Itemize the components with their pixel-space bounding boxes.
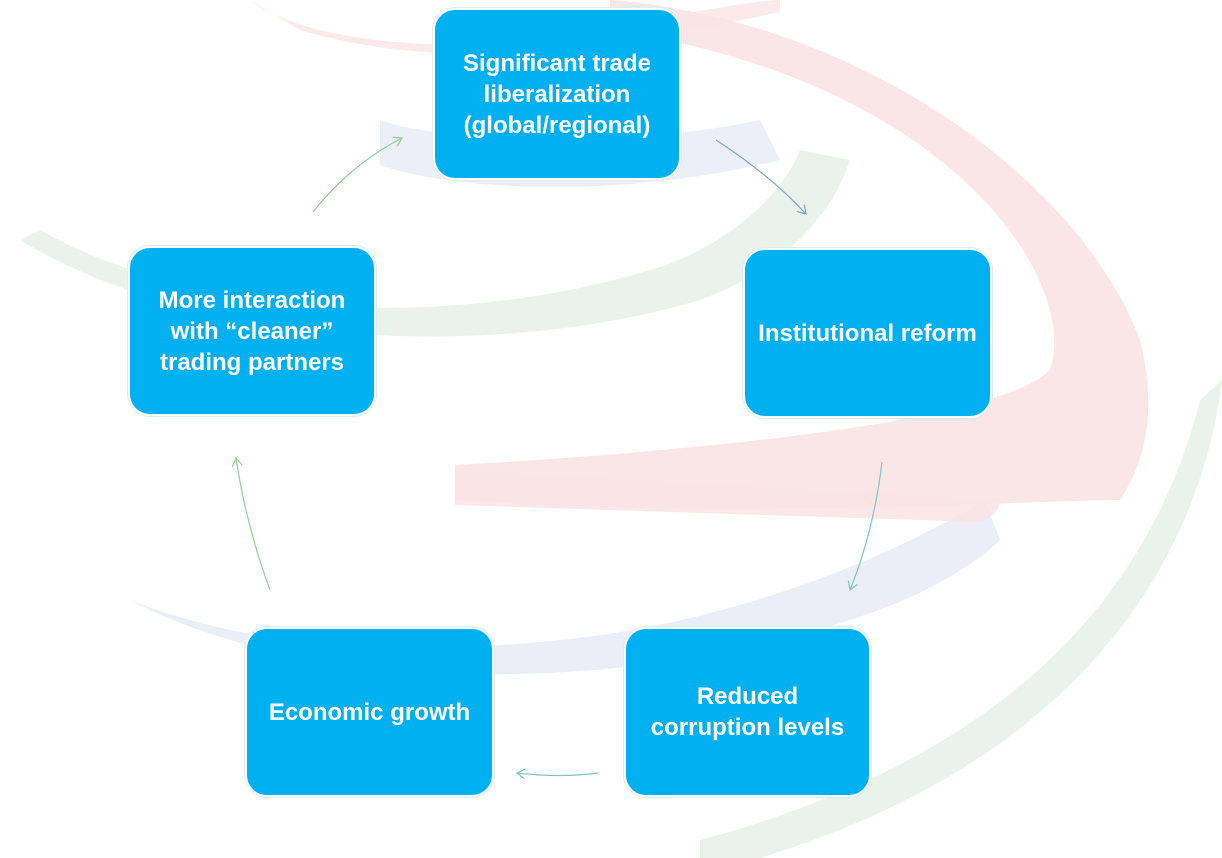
node-trade-liberalization: Significant trade liberalization (global… [433,8,681,180]
node-institutional-reform: Institutional reform [743,248,992,418]
node-economic-growth-label: Economic growth [268,698,471,726]
node-interaction-partners: More interaction with “cleaner” trading … [128,246,376,416]
arrow-corruption-to-growth [515,768,599,780]
watermark-red-wedge [455,470,1000,522]
node-reduced-corruption: Reduced corruption levels [624,627,871,797]
node-interaction-partners-label: More interaction with “cleaner” trading … [158,286,346,376]
watermark-red-band [455,0,1149,509]
arrow-institutional-to-corruption [847,461,883,592]
arrow-interaction-to-trade [312,136,404,213]
node-trade-liberalization-label: Significant trade liberalization (global… [462,49,652,139]
node-institutional-reform-label: Institutional reform [758,319,977,347]
watermark-green-band [20,150,850,337]
arrow-growth-to-interaction [231,456,271,591]
node-reduced-corruption-label: Reduced corruption levels [650,683,845,741]
arrow-trade-to-institutional [715,139,807,215]
watermark-green-band-right [700,380,1222,858]
node-economic-growth: Economic growth [245,627,494,797]
